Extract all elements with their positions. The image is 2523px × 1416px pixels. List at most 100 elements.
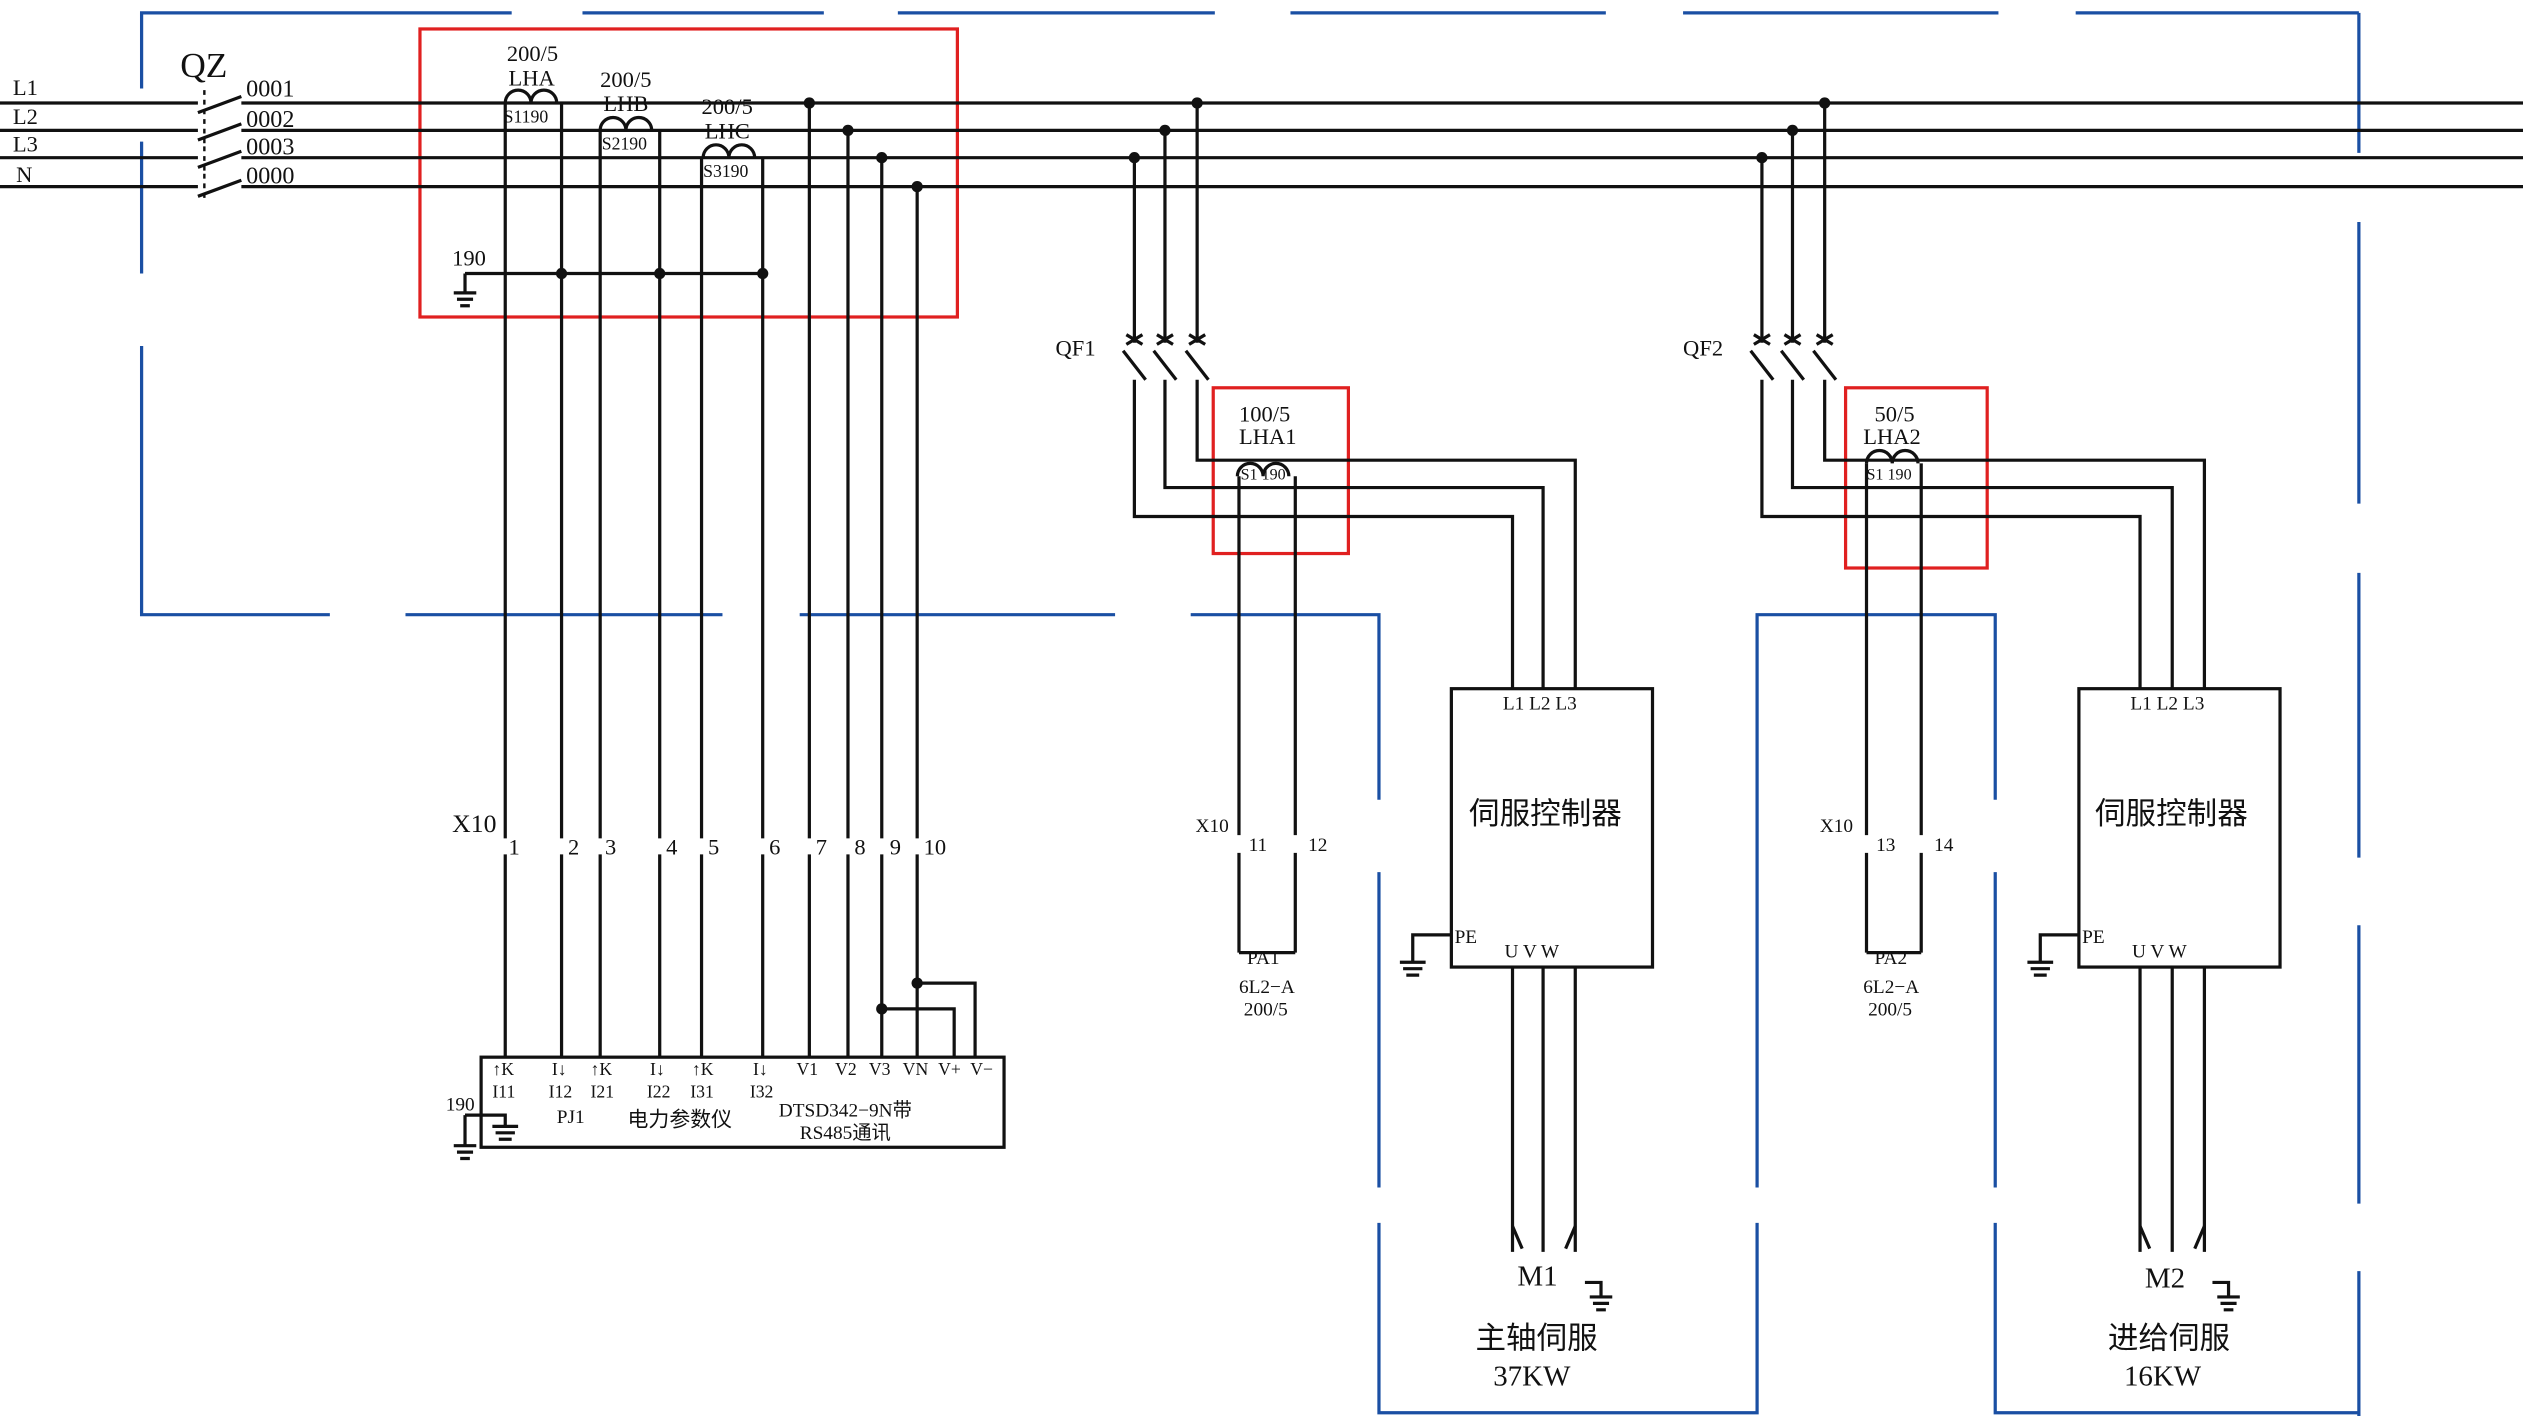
motor1-label: M1 <box>1517 1261 1557 1293</box>
ct2-name: LHA2 <box>1863 424 1921 449</box>
drive1-label: 伺服控制器 <box>1469 797 1622 831</box>
drive2-inputs: L1 L2 L3 <box>2130 694 2204 715</box>
ct-a-ratio: 200/5 <box>507 41 558 66</box>
ct-c-name: LHC <box>705 118 750 143</box>
bus-label-l3: L3 <box>13 131 38 156</box>
drive2-pe: PE <box>2082 927 2105 948</box>
meter-comm: RS485通讯 <box>800 1122 891 1144</box>
terminal-14: 14 <box>1934 835 1954 856</box>
main-bus <box>0 90 2523 203</box>
branch1-wiring <box>1121 102 1655 1312</box>
meter-pin-3: ↑K <box>591 1059 613 1079</box>
bus-label-n: N <box>16 162 32 187</box>
meter-pin-12: V− <box>970 1059 993 1079</box>
terminal-gaps <box>502 838 921 855</box>
meter-pin-1: ↑K <box>492 1059 514 1079</box>
meter-pin-6: I↓ <box>753 1059 768 1079</box>
terminal-10: 10 <box>924 834 947 859</box>
x10-branch2: X10 <box>1820 816 1853 837</box>
drive2-label: 伺服控制器 <box>2095 797 2248 831</box>
meter-pin-4: I↓ <box>650 1059 665 1079</box>
terminal-block-label: X10 <box>452 809 496 838</box>
meter-pin2-2: I12 <box>549 1081 573 1101</box>
meter-pj-label: PJ1 <box>557 1107 585 1128</box>
ct2-ratio: 50/5 <box>1875 402 1915 427</box>
ct1-tag: S1 190 <box>1241 467 1286 484</box>
meter-pin2-3: I21 <box>591 1081 615 1101</box>
ct1-ratio: 100/5 <box>1239 402 1290 427</box>
junction-dots <box>555 97 1831 1015</box>
terminal-4: 4 <box>666 834 677 859</box>
drive1-pe: PE <box>1455 927 1478 948</box>
ct-highlight-boxes <box>418 27 1989 570</box>
x10-branch1: X10 <box>1196 816 1229 837</box>
meter-pin2-1: I11 <box>492 1081 515 1101</box>
qz-wire-1: 0001 <box>246 76 294 103</box>
branch1-gaps <box>1235 835 1299 853</box>
ct1-name: LHA1 <box>1239 424 1297 449</box>
ct-b-ratio: 200/5 <box>600 67 651 92</box>
meter-pin-11: V+ <box>938 1059 961 1079</box>
ct-ground-label: 190 <box>452 245 486 270</box>
power-meter <box>453 1055 1006 1161</box>
meter-pin-9: V3 <box>869 1059 891 1079</box>
drive1-uvw: U V W <box>1504 941 1559 962</box>
meter-ground-label: 190 <box>446 1094 475 1115</box>
terminal-3: 3 <box>605 834 616 859</box>
meter-pin2-6: I32 <box>750 1081 774 1101</box>
motor2-desc: 进给伺服 <box>2108 1321 2230 1355</box>
bus-label-l2: L2 <box>13 104 38 129</box>
ct-c-tag: S3190 <box>703 161 748 181</box>
meter-name: 电力参数仪 <box>628 1107 733 1131</box>
meter-pin-2: I↓ <box>552 1059 567 1079</box>
pa2-range: 200/5 <box>1868 999 1912 1020</box>
pa1-model: 6L2−A <box>1239 977 1295 998</box>
meter-pin2-5: I31 <box>690 1081 714 1101</box>
qz-label: QZ <box>180 45 227 85</box>
qz-wire-3: 0003 <box>246 133 294 160</box>
terminal-5: 5 <box>708 834 719 859</box>
terminal-2: 2 <box>568 834 579 859</box>
qz-wire-4: 0000 <box>246 162 294 189</box>
terminal-6: 6 <box>769 834 780 859</box>
qf1-label: QF1 <box>1056 336 1096 361</box>
terminal-11: 11 <box>1249 835 1268 856</box>
ct2-tag: S1 190 <box>1867 467 1912 484</box>
branch2-wiring <box>1749 102 2282 1312</box>
motor1-power: 37KW <box>1493 1360 1571 1392</box>
motor1-desc: 主轴伺服 <box>1476 1321 1598 1355</box>
pa2-label: PA2 <box>1875 948 1908 969</box>
meter-pin2-4: I22 <box>647 1081 671 1101</box>
ct-a-tag: S1190 <box>504 106 549 126</box>
ct-c-ratio: 200/5 <box>702 94 753 119</box>
ct-b-tag: S2190 <box>602 134 647 154</box>
text-labels: L1 L2 L3 N QZ 0001 0002 0003 0000 200/5 … <box>13 41 2248 1392</box>
terminal-7: 7 <box>816 834 827 859</box>
qf2-label: QF2 <box>1683 336 1723 361</box>
drive1-inputs: L1 L2 L3 <box>1503 694 1577 715</box>
pa1-label: PA1 <box>1247 948 1280 969</box>
pa1-range: 200/5 <box>1244 999 1288 1020</box>
meter-pins: ↑K I↓ ↑K I↓ ↑K I↓ V1 V2 V3 VN V+ V− I11 … <box>492 1059 993 1102</box>
terminal-12: 12 <box>1308 835 1327 856</box>
bus-label-l1: L1 <box>13 75 38 100</box>
drive2-uvw: U V W <box>2132 941 2187 962</box>
meter-pin-8: V2 <box>835 1059 857 1079</box>
terminal-13: 13 <box>1876 835 1895 856</box>
meter-pin-10: VN <box>903 1059 929 1079</box>
ct-a-name: LHA <box>508 65 555 90</box>
panel-frames <box>139 11 2361 1416</box>
terminal-9: 9 <box>890 834 901 859</box>
terminal-8: 8 <box>854 834 865 859</box>
motor2-power: 16KW <box>2124 1360 2202 1392</box>
pa2-model: 6L2−A <box>1863 977 1919 998</box>
ct-b-name: LHB <box>603 91 648 116</box>
meter-pin-7: V1 <box>796 1059 818 1079</box>
main-ct-wiring <box>453 88 977 1058</box>
meter-model: DTSD342−9N带 <box>779 1100 912 1122</box>
branch2-gaps <box>1863 835 1925 853</box>
terminal-1: 1 <box>508 834 519 859</box>
meter-pin-5: ↑K <box>692 1059 714 1079</box>
qz-wire-2: 0002 <box>246 106 294 133</box>
